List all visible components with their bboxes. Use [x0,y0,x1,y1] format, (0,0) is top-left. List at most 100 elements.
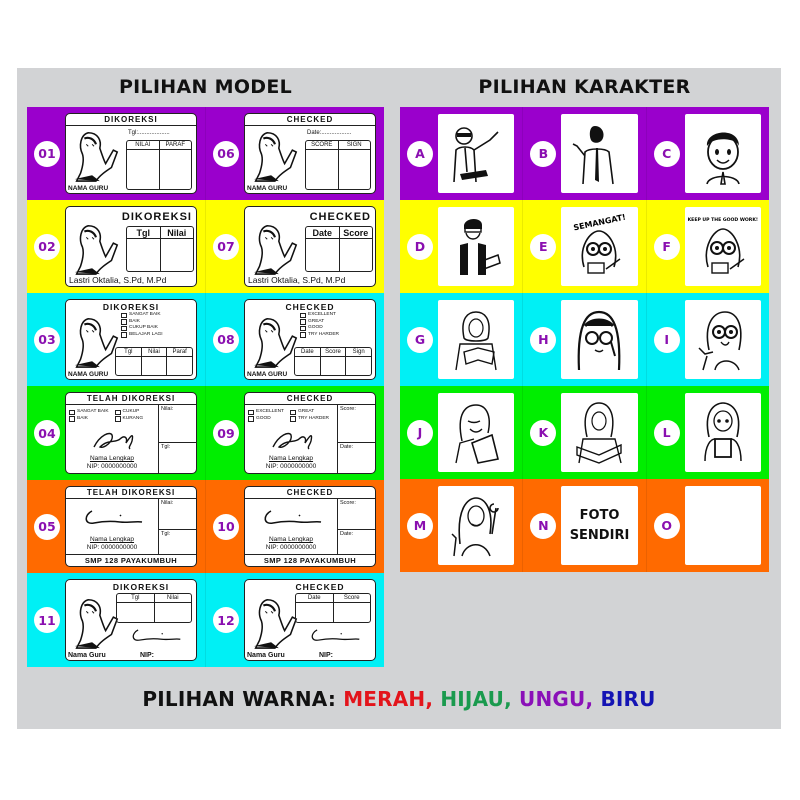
side-fields: Nilai: Tgl: [158,405,196,473]
teacher-sketch-icon [73,598,119,650]
nip: NIP: 0000000000 [265,543,317,551]
character-option-g[interactable]: G [400,293,522,386]
checkbox-icon[interactable] [300,325,306,331]
checkbox-icon[interactable] [300,319,306,325]
color-option-hijau[interactable]: HIJAU [440,687,505,711]
col-header: Tgl [116,348,141,357]
model-row-yellow: 02 DIKOREKSI Tgl Nilai Lastri Oktalia, S… [27,200,384,293]
checkbox-icon[interactable] [248,409,254,415]
checkbox-icon[interactable] [290,416,296,422]
checkbox-icon[interactable] [121,312,127,318]
checkbox-icon[interactable] [121,325,127,331]
model-number-badge: 07 [213,233,239,260]
character-option-f[interactable]: F KEEP UP THE GOOD WORK! [645,200,769,293]
model-row-cyan-2: 11 DIKOREKSI Tgl Nilai Nama Guru NIP: 12… [27,573,384,667]
rating-checklist: EXCELLENT GREAT GOOD TRY HARDER [248,409,329,422]
model-heading: PILIHAN MODEL [118,76,293,98]
model-option-04[interactable]: 04 TELAH DIKOREKSI SANGAT BAIK CUKUP BAI… [27,386,205,480]
full-name: Nama Lengkap [89,536,135,543]
model-option-12[interactable]: 12 CHECKED Date Score Nama Guru NIP: [205,573,384,667]
side-field: Score: [338,499,375,530]
checkbox-icon[interactable] [69,416,75,422]
stamp-card-07: CHECKED Date Score Lastri Oktalia, S.Pd,… [244,206,376,287]
color-option-merah[interactable]: MERAH [343,687,426,711]
color-options: PILIHAN WARNA: MERAH, HIJAU, UNGU, BIRU [17,687,781,711]
checkbox-icon[interactable] [300,312,306,318]
checkbox-icon[interactable] [114,409,121,415]
model-number-badge: 10 [213,513,239,540]
character-option-d[interactable]: D [400,200,522,293]
stamp-card-11: DIKOREKSI Tgl Nilai Nama Guru NIP: [65,579,197,661]
character-letter-badge: N [530,512,557,539]
color-option-biru[interactable]: BIRU [600,687,656,711]
teacher-sketch-icon [73,224,119,276]
character-option-c[interactable]: C [645,107,769,200]
character-option-e[interactable]: E SEMANGAT! [522,200,645,293]
nip: NIP: 0000000000 [86,462,138,470]
model-number-badge: 11 [34,607,60,633]
character-row-yellow: D E SEMANGAT! F KEEP UP THE GOOD WORK! [400,200,769,293]
model-option-09[interactable]: 09 CHECKED EXCELLENT GREAT GOOD TRY HARD… [205,386,384,480]
side-field: Date: [340,444,354,450]
model-option-07[interactable]: 07 CHECKED Date Score Lastri Oktalia, S.… [205,200,384,293]
checkbox-icon[interactable] [69,409,75,415]
character-option-i[interactable]: I [645,293,769,386]
date-line: Date:.................. [307,130,352,136]
character-option-a[interactable]: A [400,107,522,200]
model-option-10[interactable]: 10 CHECKED Nama Lengkap NIP: 0000000000 … [205,480,384,573]
check-label: GOOD [308,325,323,330]
teacher-name: Nama Guru [68,652,106,659]
character-option-n[interactable]: N FOTO SENDIRI [522,479,645,572]
model-option-06[interactable]: 06 CHECKED Date:.................. SCORE… [205,107,384,200]
check-label: CUKUP BAIK [129,325,158,330]
character-option-j[interactable]: J [400,386,522,479]
model-option-03[interactable]: 03 DIKOREKSI SANGAT BAIK BAIK CUKUP BAIK… [27,293,205,386]
teacher-sketch-icon [252,131,298,183]
stamp-card-03: DIKOREKSI SANGAT BAIK BAIK CUKUP BAIK BE… [65,299,197,380]
grade-table: SCORE SIGN [305,140,371,190]
character-option-m[interactable]: M [400,479,522,572]
checkbox-icon[interactable] [300,332,306,338]
model-option-02[interactable]: 02 DIKOREKSI Tgl Nilai Lastri Oktalia, S… [27,200,205,293]
grade-table: Date Score [295,593,371,623]
grade-table: NILAI PARAF [126,140,192,190]
stamp-card-02: DIKOREKSI Tgl Nilai Lastri Oktalia, S.Pd… [65,206,197,287]
model-option-11[interactable]: 11 DIKOREKSI Tgl Nilai Nama Guru NIP: [27,573,205,667]
character-letter-badge: H [530,326,557,353]
man-suit-pointing-icon [561,114,638,193]
model-option-05[interactable]: 05 TELAH DIKOREKSI Nama Lengkap NIP: 000… [27,480,205,573]
character-option-h[interactable]: H [522,293,645,386]
color-option-ungu[interactable]: UNGU [519,687,586,711]
checkbox-icon[interactable] [114,416,121,422]
checkbox-icon[interactable] [121,332,127,338]
own-photo-line-2: SENDIRI [569,527,630,543]
stamp-title: CHECKED [309,211,371,223]
teacher-name: NAMA GURU [68,185,109,192]
model-row-green: 04 TELAH DIKOREKSI SANGAT BAIK CUKUP BAI… [27,386,384,480]
teacher-name: Lastri Oktalia, S.Pd, M.Pd [248,275,346,285]
checkbox-icon[interactable] [248,416,254,422]
model-option-08[interactable]: 08 CHECKED EXCELLENT GREAT GOOD TRY HARD… [205,293,384,386]
check-label: TRY HARDER [298,415,330,421]
signature-icon [272,432,313,450]
character-option-o[interactable]: O [645,479,769,572]
rating-checklist: EXCELLENT GREAT GOOD TRY HARDER [300,312,339,338]
teacher-sketch-icon [252,598,298,650]
character-option-k[interactable]: K [522,386,645,479]
stamp-title: CHECKED [245,487,375,499]
checkbox-icon[interactable] [121,319,127,325]
stamp-title: DIKOREKSI [102,302,160,312]
character-option-l[interactable]: L [645,386,769,479]
model-option-01[interactable]: 01 DIKOREKSI Tgl:................... NIL… [27,107,205,200]
man-glasses-pointing-icon [438,114,515,193]
stamp-title: TELAH DIKOREKSI [66,393,196,405]
nip: NIP: 0000000000 [265,462,317,470]
check-label: GREAT [298,409,315,414]
checkbox-icon[interactable] [290,409,296,415]
hijab-girl-holding-book-icon [684,393,761,472]
hijab-woman-book-smiling-icon [438,393,515,472]
model-row-cyan: 03 DIKOREKSI SANGAT BAIK BAIK CUKUP BAIK… [27,293,384,386]
stamp-card-09: CHECKED EXCELLENT GREAT GOOD TRY HARDER … [244,392,376,474]
rating-checklist: SANGAT BAIK BAIK CUKUP BAIK BELAJAR LAGI [121,312,163,338]
character-option-b[interactable]: B [522,107,645,200]
